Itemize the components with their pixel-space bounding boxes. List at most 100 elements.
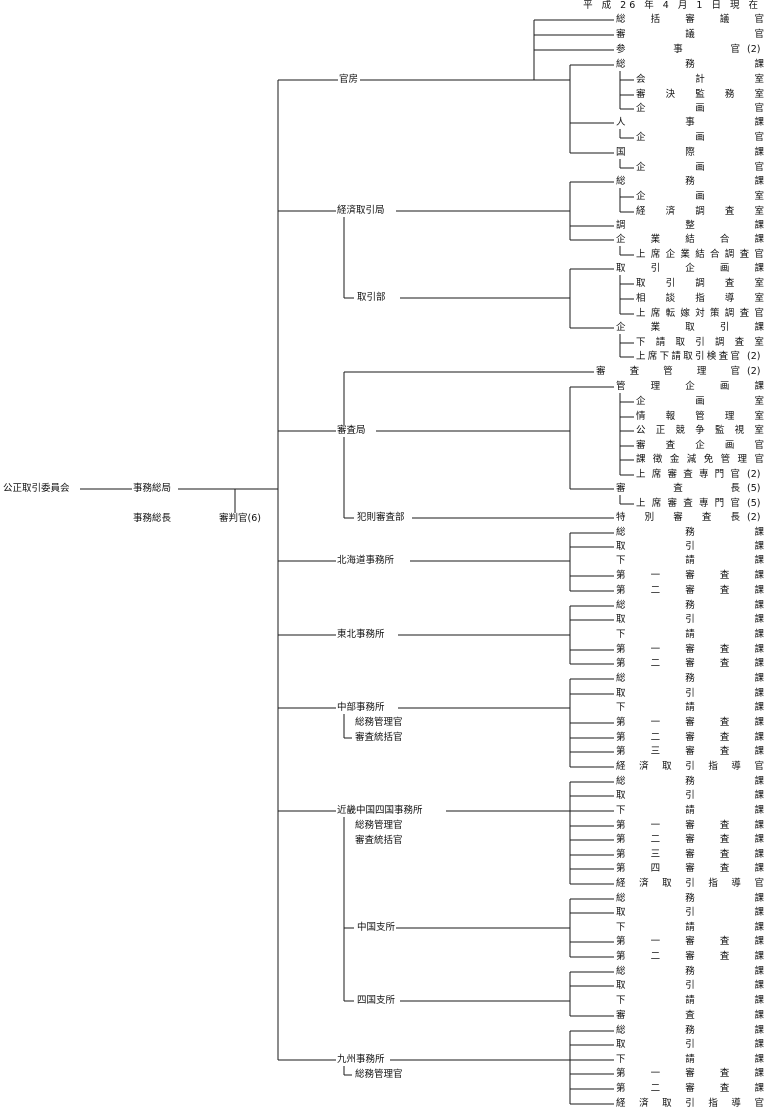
org-unit: 下請課 bbox=[616, 805, 764, 817]
org-unit: 第二審査課 bbox=[616, 834, 764, 846]
org-unit: 総務課 bbox=[616, 1025, 764, 1037]
org-unit: 審決監務室 bbox=[636, 89, 764, 101]
count-badge: (2) bbox=[746, 512, 762, 524]
count-badge: (5) bbox=[746, 483, 762, 495]
org-unit: 取引課 bbox=[616, 1039, 764, 1051]
kinki-sub2: 審査統括官 bbox=[354, 835, 404, 847]
org-unit: 企画官 bbox=[636, 103, 764, 115]
org-unit: 情報管理室 bbox=[636, 411, 764, 423]
org-unit: 管理企画課 bbox=[616, 381, 764, 393]
office-kinki: 近畿中国四国事務所 bbox=[336, 805, 424, 817]
org-unit: 企画室 bbox=[636, 396, 764, 408]
org-unit: 取引課 bbox=[616, 688, 764, 700]
org-unit: 経済取引指導官 bbox=[616, 761, 764, 773]
dept-hansoku: 犯則審査部 bbox=[356, 512, 406, 524]
org-unit: 総務課 bbox=[616, 600, 764, 612]
org-unit: 審査長 bbox=[616, 483, 740, 495]
org-unit: 上席審査専門官 bbox=[636, 469, 740, 481]
org-unit: 上席転嫁対策調査官 bbox=[636, 308, 764, 320]
org-unit: 第一審査課 bbox=[616, 644, 764, 656]
org-unit: 取引課 bbox=[616, 980, 764, 992]
org-unit: 総務課 bbox=[616, 776, 764, 788]
org-unit: 総括審議官 bbox=[616, 14, 764, 26]
org-unit: 下請課 bbox=[616, 629, 764, 641]
as-of-date: 平 成 26 年 4 月 1 日 現 在 bbox=[583, 0, 761, 11]
org-unit: 国際課 bbox=[616, 147, 764, 159]
org-unit: 総務課 bbox=[616, 527, 764, 539]
org-unit: 第三審査課 bbox=[616, 746, 764, 758]
kyushu-sub1: 総務管理官 bbox=[354, 1069, 404, 1081]
count-badge: (2) bbox=[746, 366, 762, 378]
org-unit: 審査管理官 bbox=[596, 366, 740, 378]
org-unit: 取引課 bbox=[616, 790, 764, 802]
bureau-kanbo: 官房 bbox=[338, 74, 360, 86]
org-unit: 取引調査室 bbox=[636, 278, 764, 290]
org-unit: 第二審査課 bbox=[616, 732, 764, 744]
org-unit: 総務課 bbox=[616, 176, 764, 188]
org-unit: 会計室 bbox=[636, 74, 764, 86]
org-unit: 上席審査専門官 bbox=[636, 498, 740, 510]
org-unit: 公正競争監視室 bbox=[636, 425, 764, 437]
org-unit: 下請取引調査室 bbox=[636, 337, 764, 349]
secretariat: 事務総局 bbox=[132, 483, 173, 495]
org-unit: 企業結合課 bbox=[616, 234, 764, 246]
org-unit: 課徴金減免管理官 bbox=[636, 454, 764, 466]
org-unit: 第二審査課 bbox=[616, 951, 764, 963]
org-unit: 下請課 bbox=[616, 922, 764, 934]
org-unit: 総務課 bbox=[616, 59, 764, 71]
secretary-general: 事務総長 bbox=[132, 513, 173, 525]
org-unit: 経済取引指導官 bbox=[616, 1098, 764, 1110]
org-unit: 取引企画課 bbox=[616, 263, 764, 275]
office-tohoku: 東北事務所 bbox=[336, 629, 386, 641]
office-chubu: 中部事務所 bbox=[336, 702, 386, 714]
chubu-sub2: 審査統括官 bbox=[354, 732, 404, 744]
org-unit: 審査企画官 bbox=[636, 440, 764, 452]
org-unit: 第二審査課 bbox=[616, 1083, 764, 1095]
org-unit: 第二審査課 bbox=[616, 658, 764, 670]
org-unit: 人事課 bbox=[616, 117, 764, 129]
org-unit: 企業取引課 bbox=[616, 322, 764, 334]
org-unit: 相談指導室 bbox=[636, 293, 764, 305]
count-badge: (2) bbox=[746, 44, 762, 56]
office-kyushu: 九州事務所 bbox=[336, 1054, 386, 1066]
bureau-keizai: 経済取引局 bbox=[336, 205, 386, 217]
org-unit: 第一審査課 bbox=[616, 1068, 764, 1080]
hearing-examiner: 審判官(6) bbox=[218, 513, 262, 525]
org-unit: 第一審査課 bbox=[616, 820, 764, 832]
org-unit: 企画官 bbox=[636, 132, 764, 144]
root-commission: 公正取引委員会 bbox=[2, 483, 71, 495]
org-unit: 第一審査課 bbox=[616, 717, 764, 729]
kinki-sub1: 総務管理官 bbox=[354, 820, 404, 832]
org-unit: 下請課 bbox=[616, 995, 764, 1007]
org-unit: 下請課 bbox=[616, 702, 764, 714]
org-unit: 審査課 bbox=[616, 1010, 764, 1022]
chubu-sub1: 総務管理官 bbox=[354, 717, 404, 729]
org-unit: 取引課 bbox=[616, 907, 764, 919]
org-unit: 総務課 bbox=[616, 673, 764, 685]
org-unit: 第二審査課 bbox=[616, 585, 764, 597]
org-unit: 第三審査課 bbox=[616, 849, 764, 861]
org-unit: 取引課 bbox=[616, 541, 764, 553]
org-unit: 下請課 bbox=[616, 1054, 764, 1066]
org-unit: 企画官 bbox=[636, 162, 764, 174]
org-unit: 上席企業結合調査官 bbox=[636, 249, 764, 261]
org-unit: 取引課 bbox=[616, 614, 764, 626]
org-unit: 企画室 bbox=[636, 191, 764, 203]
org-unit: 総務課 bbox=[616, 966, 764, 978]
org-unit: 総務課 bbox=[616, 893, 764, 905]
org-unit: 特別審査長 bbox=[616, 512, 740, 524]
org-unit: 経済調査室 bbox=[636, 206, 764, 218]
bureau-shinsa: 審査局 bbox=[336, 425, 367, 437]
branch-chugoku: 中国支所 bbox=[356, 922, 397, 934]
org-unit: 経済取引指導官 bbox=[616, 878, 764, 890]
org-unit: 第四審査課 bbox=[616, 863, 764, 875]
org-unit: 調整課 bbox=[616, 220, 764, 232]
org-unit: 上席下請取引検査官 bbox=[636, 351, 740, 363]
count-badge: (5) bbox=[746, 498, 762, 510]
dept-torihiki: 取引部 bbox=[356, 292, 387, 304]
org-unit: 参事官 bbox=[616, 44, 740, 56]
org-unit: 下請課 bbox=[616, 555, 764, 567]
count-badge: (2) bbox=[746, 469, 762, 481]
org-unit: 審議官 bbox=[616, 29, 764, 41]
